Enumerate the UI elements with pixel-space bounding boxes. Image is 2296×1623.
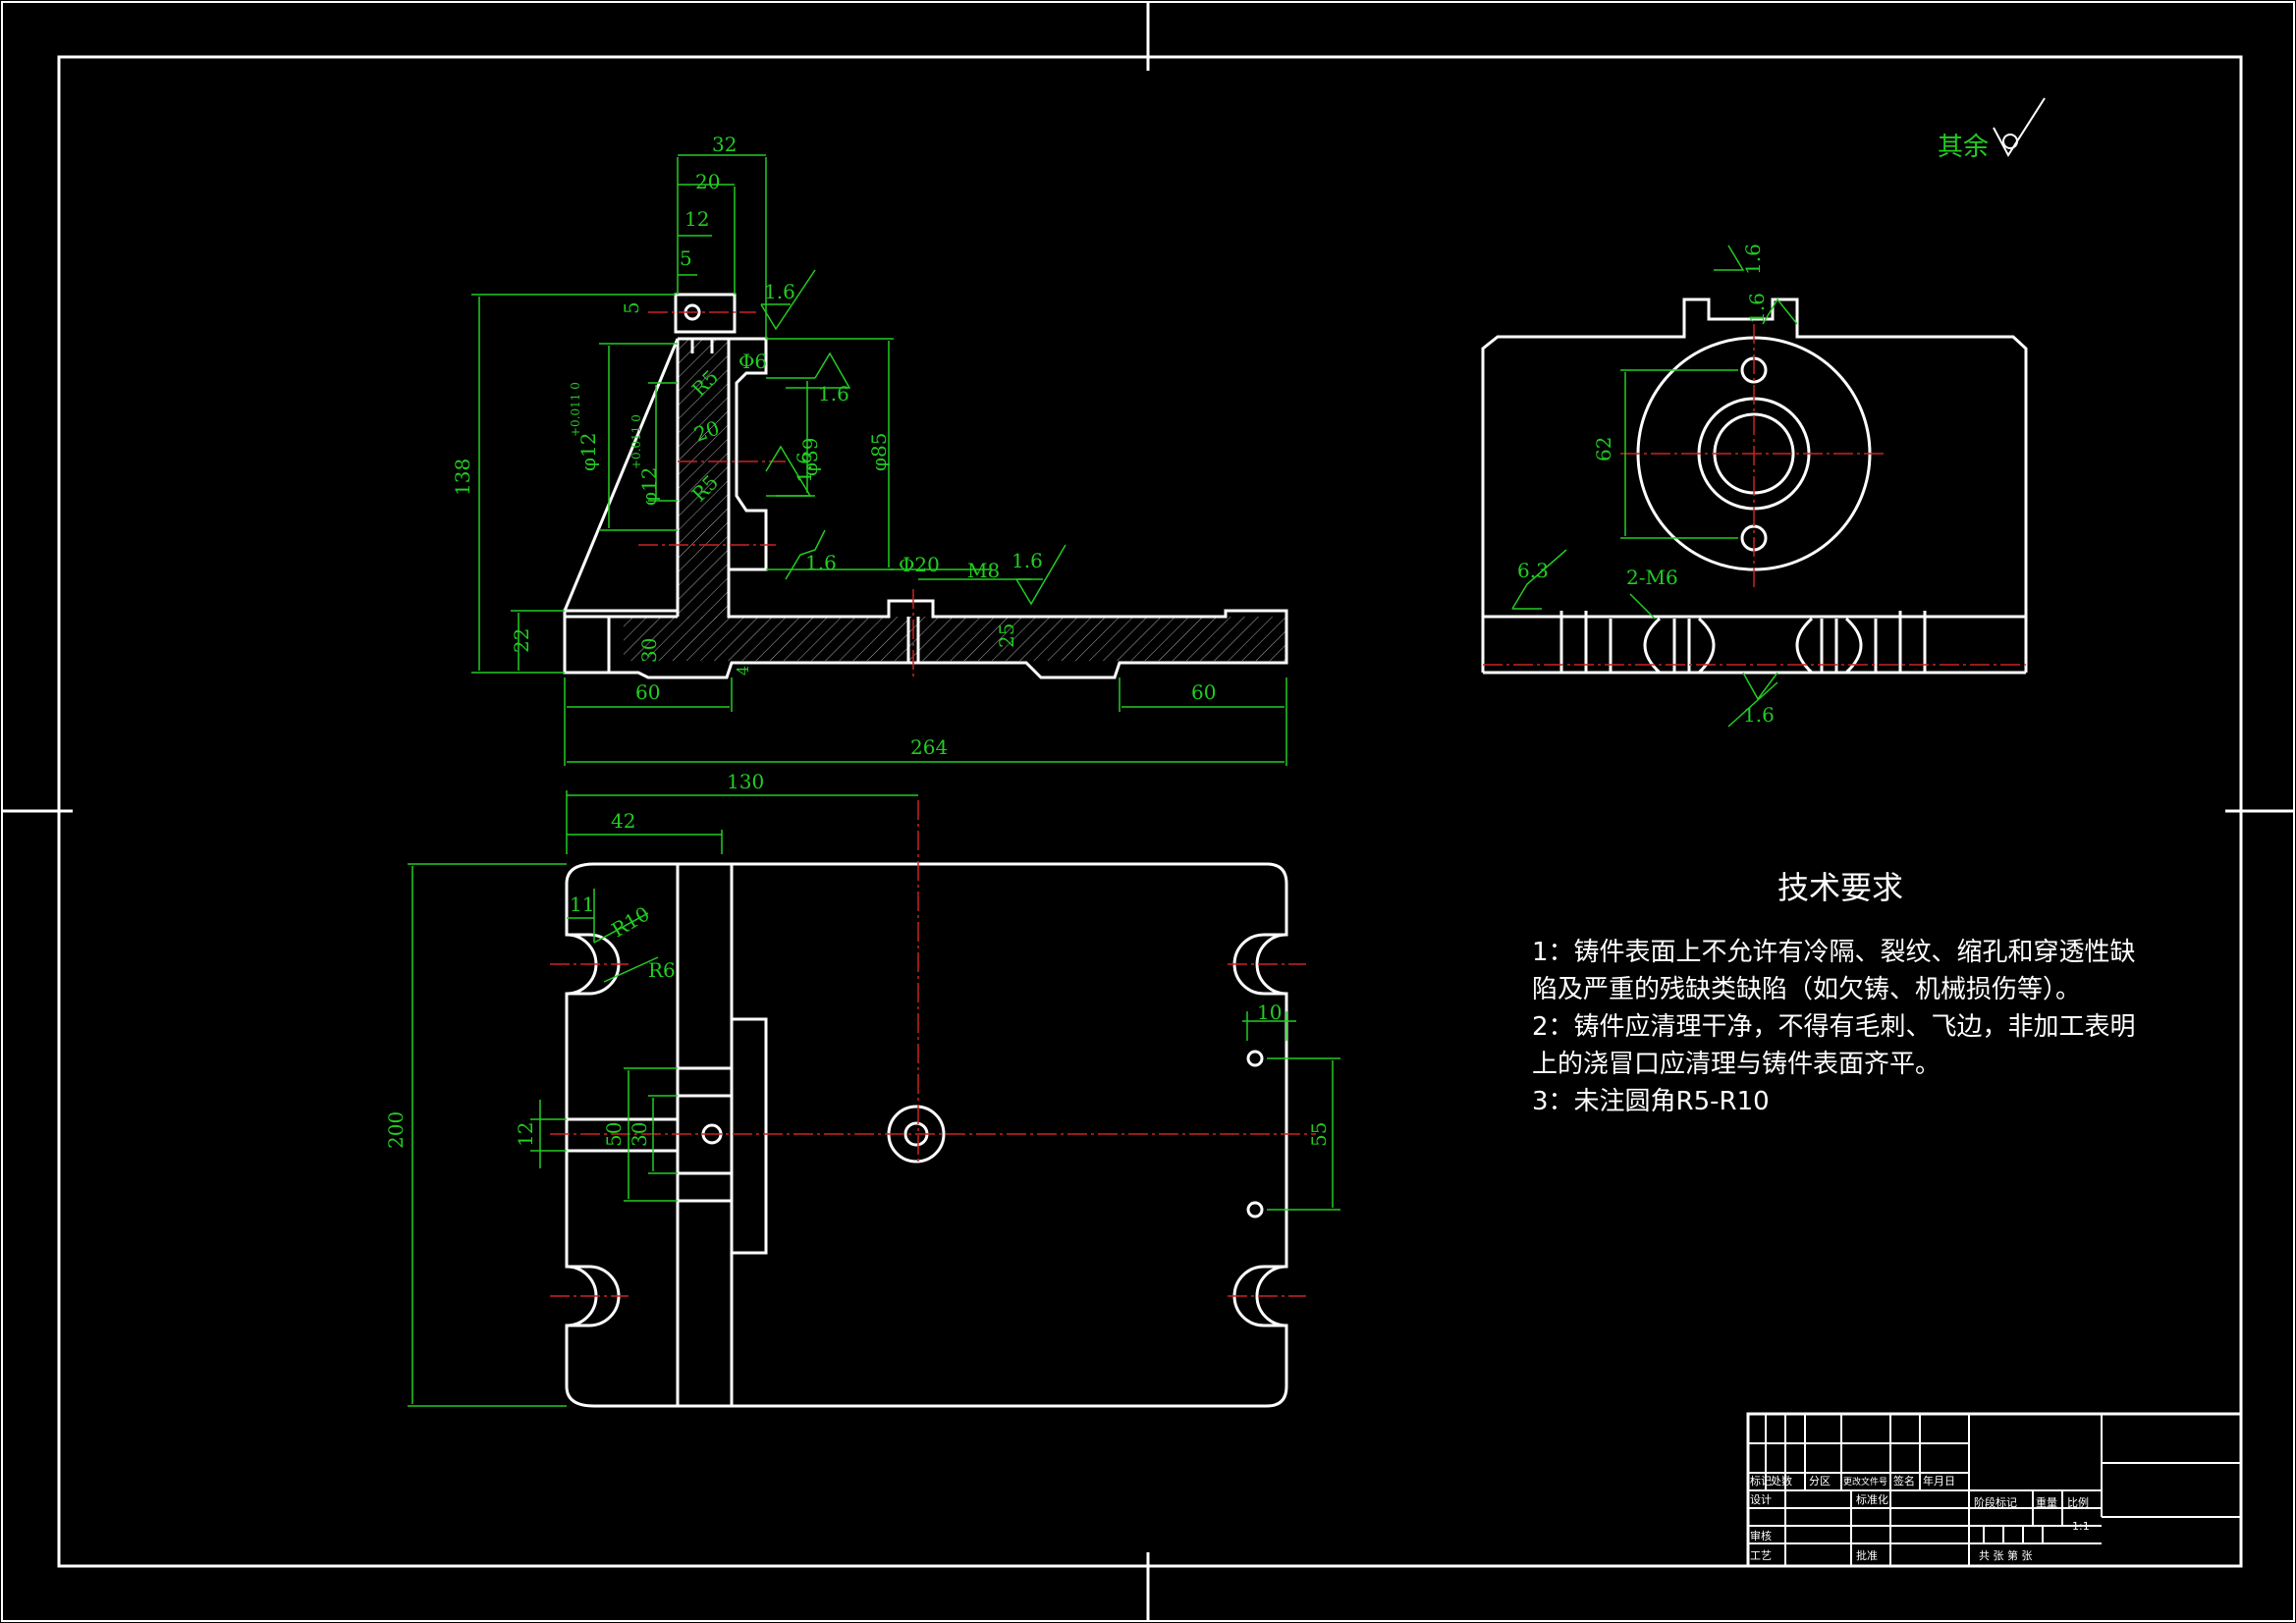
top-view: 130 42 11 R10 R6 200 12 50 30 10 55 xyxy=(384,770,1340,1408)
dim-138: 138 xyxy=(451,459,474,496)
tb-sheets: 共 张 第 张 xyxy=(1979,1548,2033,1562)
tb-weight: 重量 xyxy=(2036,1495,2057,1509)
ra-top: 1.6 xyxy=(764,280,795,303)
tb-review: 审核 xyxy=(1750,1529,1772,1542)
ra-side-top-b: 1.6 xyxy=(1745,293,1769,324)
tb-design: 设计 xyxy=(1750,1493,1772,1506)
dim-22: 22 xyxy=(510,628,533,653)
dim-phi-39: φ39 xyxy=(798,438,822,476)
dim-12-top: 12 xyxy=(514,1122,537,1147)
ra-side-top-a: 1.6 xyxy=(1741,243,1765,275)
dim-50: 50 xyxy=(602,1122,626,1147)
dim-phi-12-a-tol: +0.011 0 xyxy=(569,382,582,437)
tb-scale-value: 1:1 xyxy=(2072,1520,2090,1533)
dim-phi-12-b-tol: +0.011 0 xyxy=(629,414,643,469)
dim-phi-6: Φ6 xyxy=(738,350,767,373)
dim-30: 30 xyxy=(637,638,661,663)
tb-signature: 签名 xyxy=(1893,1474,1915,1488)
dim-4: 4 xyxy=(734,666,752,676)
dim-r10: R10 xyxy=(608,901,654,942)
title-block: 标记 处数 分区 更改文件号 签名 年月日 设计 标准化 阶段标记 重量 比例 … xyxy=(1746,1412,2243,1568)
dim-m8: M8 xyxy=(967,559,1000,582)
tech-line-2: 陷及严重的残缺类缺陷（如欠铸、机械损伤等）。 xyxy=(1532,975,2081,1004)
tb-process: 工艺 xyxy=(1750,1549,1772,1562)
dim-264: 264 xyxy=(910,735,948,759)
dim-32: 32 xyxy=(712,133,737,156)
dim-11: 11 xyxy=(570,893,594,916)
ra-6-3: 6.3 xyxy=(1517,559,1549,582)
sheet-inner-border xyxy=(57,55,2243,1568)
ra-side-bottom: 1.6 xyxy=(1743,703,1775,727)
tech-line-4: 上的浇冒口应清理与铸件表面齐平。 xyxy=(1532,1050,1941,1079)
dim-phi-20: Φ20 xyxy=(899,553,940,576)
dim-12: 12 xyxy=(684,207,709,231)
dim-62: 62 xyxy=(1592,437,1615,461)
tb-standard: 标准化 xyxy=(1856,1492,1888,1506)
dim-55: 55 xyxy=(1307,1122,1331,1147)
roughness-symbol-icon xyxy=(1993,97,2046,157)
dim-phi-12-b: φ12 xyxy=(637,467,661,506)
dim-r6: R6 xyxy=(648,958,676,982)
dim-phi-85: φ85 xyxy=(867,433,891,471)
dim-2-m6: 2-M6 xyxy=(1626,566,1678,589)
tb-stage: 阶段标记 xyxy=(1974,1495,2017,1509)
front-view: 32 20 12 5 5 138 22 60 60 264 30 25 4 φ8… xyxy=(451,133,1288,766)
dim-5-vertical: 5 xyxy=(620,301,643,314)
ra-base: 1.6 xyxy=(1011,549,1043,572)
tech-line-3: 2：铸件应清理干净，不得有毛刺、飞边，非加工表明 xyxy=(1532,1012,2136,1042)
roughness-note: 其余 xyxy=(1938,133,1989,162)
dim-130: 130 xyxy=(727,770,764,793)
dim-200: 200 xyxy=(384,1111,408,1149)
dim-5: 5 xyxy=(680,246,692,270)
tb-date: 年月日 xyxy=(1923,1474,1955,1488)
dim-phi-12-a: φ12 xyxy=(576,433,600,471)
tech-line-1: 1：铸件表面上不允许有冷隔、裂纹、缩孔和穿透性缺 xyxy=(1532,938,2136,967)
ra-bottom: 1.6 xyxy=(805,551,837,574)
tb-mark: 标记 xyxy=(1750,1474,1772,1488)
side-view: 62 2-M6 6.3 1.6 1.6 1.6 xyxy=(1481,243,2028,728)
ra-bore: 1.6 xyxy=(793,452,816,483)
dim-42: 42 xyxy=(611,809,635,833)
dim-30-top: 30 xyxy=(628,1122,651,1147)
tb-scale: 比例 xyxy=(2067,1495,2089,1509)
dim-25: 25 xyxy=(995,623,1018,648)
dim-60-right: 60 xyxy=(1191,680,1216,704)
tb-zone: 分区 xyxy=(1809,1475,1831,1488)
tb-count: 处数 xyxy=(1771,1475,1792,1488)
front-hatch xyxy=(624,339,1286,661)
dim-60-left: 60 xyxy=(635,680,660,704)
tb-change-doc: 更改文件号 xyxy=(1843,1476,1887,1488)
dim-10: 10 xyxy=(1257,1001,1282,1024)
dim-20: 20 xyxy=(695,170,720,193)
tech-line-5: 3：未注圆角R5-R10 xyxy=(1532,1087,1770,1116)
tb-approve: 批准 xyxy=(1856,1548,1878,1562)
tech-requirements: 技术要求 1：铸件表面上不允许有冷隔、裂纹、缩孔和穿透性缺 陷及严重的残缺类缺陷… xyxy=(1532,869,2136,1116)
tech-requirements-title: 技术要求 xyxy=(1777,869,1903,906)
ra-right: 1.6 xyxy=(818,382,849,406)
